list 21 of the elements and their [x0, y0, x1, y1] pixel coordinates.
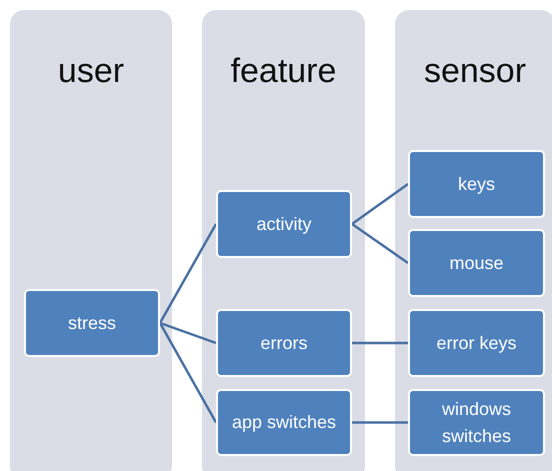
- process-box: keys: [408, 150, 545, 218]
- process-box: mouse: [408, 229, 545, 297]
- connector-line: [160, 322, 216, 344]
- connector-line: [352, 421, 408, 424]
- process-box: errors: [216, 309, 352, 377]
- process-box: activity: [216, 190, 352, 258]
- column-band: [395, 10, 552, 471]
- process-box: windows switches: [408, 389, 545, 456]
- column-heading: sensor: [422, 52, 528, 91]
- connector-line: [352, 342, 408, 344]
- process-box: app switches: [216, 389, 352, 456]
- column-band: [10, 10, 172, 471]
- connector-line: [351, 182, 409, 226]
- column-band: [202, 10, 365, 471]
- column-heading: feature: [230, 52, 338, 91]
- process-box: stress: [24, 289, 160, 357]
- process-box: error keys: [408, 309, 545, 377]
- connector-line: [351, 222, 409, 264]
- connector-line: [158, 322, 218, 424]
- column-heading: user: [56, 52, 126, 91]
- connector-line: [158, 223, 218, 324]
